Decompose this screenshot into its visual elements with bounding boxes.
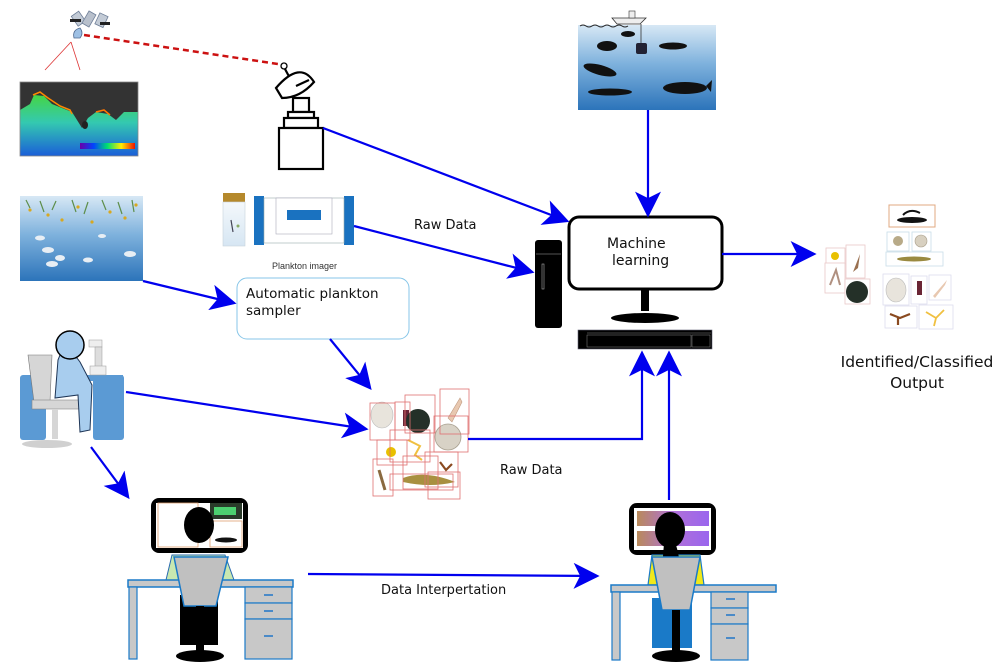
whales-scene: [578, 10, 716, 110]
edge-label-raw-data-top: Raw Data: [414, 218, 477, 233]
edge-label-raw-data-bottom: Raw Data: [500, 463, 563, 478]
computer-tower: [535, 240, 562, 328]
arrow-interpretation: [307, 562, 600, 589]
arrow-images-to-ml: [468, 350, 655, 441]
arrow-microscopist-to-analyst: [90, 446, 130, 500]
microscope-user-icon: [20, 330, 124, 448]
keyboard: [577, 329, 713, 350]
classified-output-collage: [824, 204, 954, 330]
sampler-line-2: sampler: [246, 303, 301, 319]
satellite-link-dashed: [83, 33, 279, 66]
analyst-male-icon: [127, 498, 294, 662]
arrow-station-to-ml: [322, 126, 570, 225]
output-line-2: Output: [890, 374, 944, 392]
satellite-icon: [70, 10, 110, 39]
ml-line-2: learning: [612, 253, 670, 269]
arrow-imager-to-ml: [353, 224, 535, 279]
plankton-scene: [20, 196, 143, 281]
automatic-sampler-label: Automatic plankton sampler: [246, 286, 379, 320]
satellite-dish-icon: [274, 62, 325, 171]
arrows: [90, 110, 817, 589]
plankton-imager-icon: [222, 193, 354, 247]
arrow-microscopist-to-images: [125, 390, 369, 439]
machine-learning-label: Machine learning: [607, 236, 669, 270]
output-label: Identified/Classified Output: [822, 352, 999, 394]
plankton-imager-label: Plankton imager: [272, 261, 338, 271]
bounding-box-collage: [369, 388, 470, 500]
edge-label-interpretation: Data Interpertation: [381, 583, 507, 598]
analyst-female-icon: [610, 503, 777, 662]
ocean-color-map: [19, 81, 139, 157]
ml-line-1: Machine: [607, 236, 666, 252]
automatic-sampler-box: [236, 277, 410, 340]
arrow-scene-to-sampler: [142, 279, 237, 311]
sampler-line-1: Automatic plankton: [246, 286, 379, 302]
arrow-sampler-to-images: [329, 338, 372, 391]
satellite-footprint-lines: [44, 41, 81, 71]
machine-learning-monitor: [567, 215, 724, 323]
output-line-1: Identified/Classified: [840, 353, 994, 371]
